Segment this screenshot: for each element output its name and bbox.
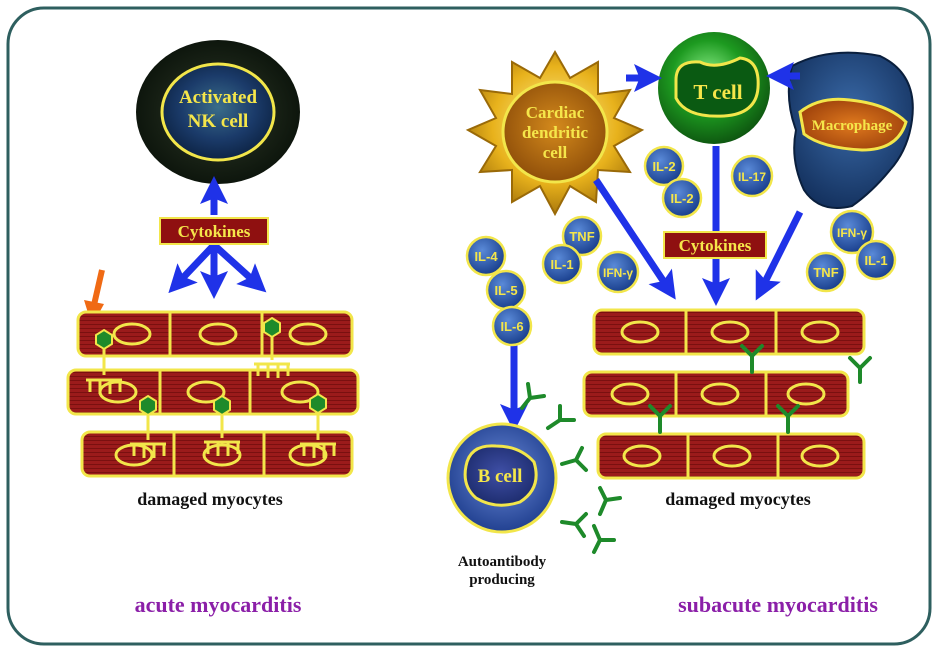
dendritic-label-2: dendritic xyxy=(522,123,589,142)
cytokines-label-right: Cytokines xyxy=(679,236,752,255)
molecule-il5: IL-5 xyxy=(485,269,527,311)
damaged-myocytes-left: damaged myocytes xyxy=(137,489,282,509)
cytokines-box-left xyxy=(159,217,269,245)
t-cell: T cell xyxy=(658,32,770,144)
svg-text:IL-1: IL-1 xyxy=(864,253,887,268)
cytokines-box-right xyxy=(663,231,767,259)
b-cell: B cell xyxy=(446,422,558,534)
t-cell-label: T cell xyxy=(693,80,742,104)
subacute-myocarditis-title: subacute myocarditis xyxy=(678,592,878,617)
molecule-il2-b: IL-2 xyxy=(661,177,703,219)
molecule-il17: IL-17 xyxy=(730,154,774,198)
acute-myocarditis-title: acute myocarditis xyxy=(135,592,302,617)
svg-text:IL-1: IL-1 xyxy=(550,257,573,272)
svg-text:TNF: TNF xyxy=(813,265,838,280)
right-panel: Cardiac dendritic cell T cell Macrophage xyxy=(446,32,914,617)
damaged-myocytes-right: damaged myocytes xyxy=(665,489,810,509)
molecule-il6: IL-6 xyxy=(491,305,533,347)
svg-text:IFN-γ: IFN-γ xyxy=(837,226,867,240)
left-panel: Activated NK cell Cytokines xyxy=(66,40,360,617)
molecule-tnf-b: TNF xyxy=(805,251,847,293)
dendritic-label-3: cell xyxy=(543,143,568,162)
cytokines-label-left: Cytokines xyxy=(178,222,251,241)
svg-text:IL-4: IL-4 xyxy=(474,249,498,264)
macrophage-label: Macrophage xyxy=(812,118,893,134)
molecule-il1-a: IL-1 xyxy=(541,243,583,285)
immune-arrows xyxy=(500,62,804,432)
svg-text:IL-2: IL-2 xyxy=(670,191,693,206)
nk-arrows xyxy=(168,176,267,299)
nk-cell: Activated NK cell xyxy=(136,40,300,184)
antibodies xyxy=(520,344,872,554)
molecules: IL-2 IL-2 IL-17 TNF IL-1 IFN-γ xyxy=(465,145,897,347)
molecule-tnf-a: TNF xyxy=(561,215,603,257)
svg-text:IL-6: IL-6 xyxy=(500,319,523,334)
nk-cell-label-2: NK cell xyxy=(188,111,249,132)
svg-text:TNF: TNF xyxy=(569,229,594,244)
b-cell-label: B cell xyxy=(478,466,523,487)
b-cell-caption-1: Autoantibody xyxy=(458,554,547,570)
right-myocyte-row-2 xyxy=(582,370,850,418)
right-myocyte-row-3 xyxy=(596,432,866,480)
macrophage: Macrophage xyxy=(787,51,914,209)
molecule-ifn-a: IFN-γ xyxy=(596,250,640,294)
left-receptors xyxy=(86,334,336,458)
molecule-il2-a: IL-2 xyxy=(643,145,685,187)
molecule-ifn-b: IFN-γ xyxy=(829,209,875,255)
right-myocytes xyxy=(582,308,866,480)
nk-cell-label-1: Activated xyxy=(179,87,258,108)
dendritic-cell: Cardiac dendritic cell xyxy=(465,49,645,217)
molecule-il4: IL-4 xyxy=(465,235,507,277)
left-antigens xyxy=(95,316,327,417)
svg-text:IL-2: IL-2 xyxy=(652,159,675,174)
left-myocyte-row-1 xyxy=(76,310,354,358)
svg-text:IL-5: IL-5 xyxy=(494,283,517,298)
molecule-il1-b: IL-1 xyxy=(855,239,897,281)
b-cell-caption-2: producing xyxy=(469,572,535,588)
right-myocyte-row-1 xyxy=(592,308,866,356)
svg-text:IFN-γ: IFN-γ xyxy=(603,266,633,280)
svg-text:IL-17: IL-17 xyxy=(738,170,766,184)
dendritic-label-1: Cardiac xyxy=(526,103,585,122)
